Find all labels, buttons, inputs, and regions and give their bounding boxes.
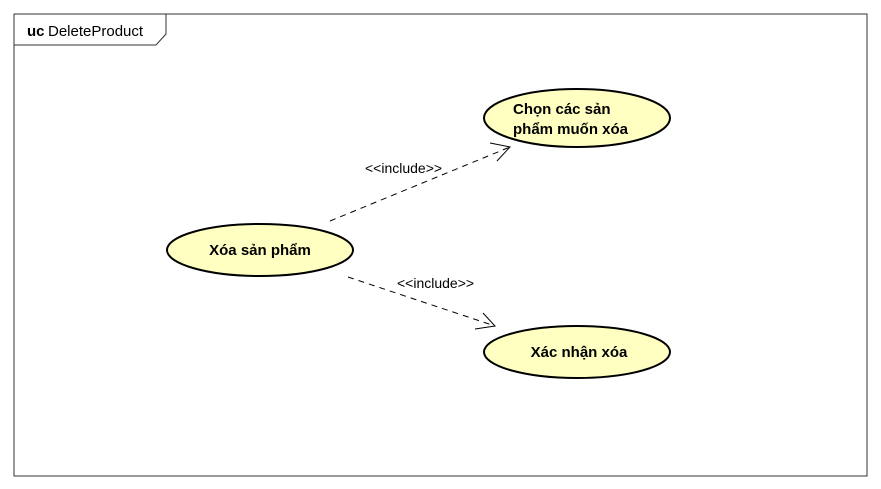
include-stereotype-label: <<include>> [397,275,474,291]
open-arrowhead [474,312,497,330]
use-case-ellipse [483,325,671,379]
use-case-confirm-delete[interactable]: Xác nhận xóa [483,325,671,379]
use-case-ellipse [483,88,671,148]
use-case-select-products[interactable]: Chọn các sản phẩm muốn xóa [483,88,671,148]
use-case-ellipse [166,223,354,277]
diagram-frame [13,13,868,477]
use-case-label-line-1: Chọn các sản [513,101,611,118]
use-case-label: Xác nhận xóa [531,344,628,361]
open-arrowhead [489,142,511,162]
frame-keyword: uc [27,23,45,40]
include-stereotype-label: <<include>> [365,160,442,176]
include-relation-confirm: <<include>> [347,275,497,330]
dashed-arrow-line [347,276,496,327]
frame-title: DeleteProduct [48,23,144,40]
use-case-label-line-2: phẩm muốn xóa [513,121,629,138]
use-case-label: Xóa sản phẩm [209,242,311,259]
include-relation-select: <<include>> [329,142,511,222]
frame-name-tab [13,13,167,46]
use-case-delete-product[interactable]: Xóa sản phẩm [166,223,354,277]
